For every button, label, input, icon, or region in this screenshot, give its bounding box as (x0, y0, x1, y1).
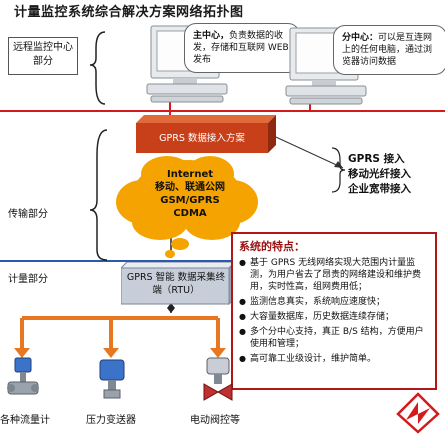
sub-center-desc: 可以是互连网上的任何电脑，通过浏览器访问数据 (342, 33, 433, 67)
diagram-title: 计量监控系统综合解决方案网络拓扑图 (14, 5, 244, 20)
remote-brace (89, 31, 106, 105)
features-title: 系统的特点： (239, 240, 305, 253)
zone-remote-label: 远程监控中心部分 (8, 37, 78, 75)
zone-transport-label: 传输部分 (8, 209, 48, 220)
arrow-flowmeter (14, 348, 30, 358)
flowmeter-icon (7, 357, 39, 395)
cloud-line-carriers: 移动、联通公网 (155, 182, 225, 193)
transport-brace (89, 129, 108, 261)
feature-item: 监测信息真实，系统响应速度快； (239, 296, 429, 308)
access-methods-list: GPRS 接入 移动光纤接入 企业宽带接入 (348, 152, 411, 197)
cloud-line-gsm: GSM/GPRS (160, 195, 220, 206)
access-arrowhead (334, 161, 343, 168)
device-label-flowmeter: 各种流量计 (0, 415, 50, 426)
features-list: 基于 GPRS 无线网络实现大范围内计量监测，为用户省去了昂贵的网络建设和维护费… (239, 257, 429, 365)
main-center-callout: 主中心，负责数据的收发，存储和互联网 WEB 发布 (184, 23, 300, 73)
feature-item: 多个分中心支持，真正 B/S 结构，方便用户使用和管理； (239, 326, 429, 350)
device-label-pressure: 压力变送器 (86, 415, 136, 426)
rtu-junction (167, 303, 175, 313)
main-center-desc: 负责数据的收发，存储和互联网 WEB 发布 (193, 31, 289, 65)
access-method-broadband: 企业宽带接入 (348, 183, 411, 195)
sub-center-label: 分中心： (342, 33, 379, 43)
features-box: 系统的特点： 基于 GPRS 无线网络实现大范围内计量监测，为用户省去了昂贵的网… (231, 232, 437, 390)
cloud-line-internet: Internet (166, 169, 213, 180)
zone-metering-label: 计量部分 (8, 274, 48, 285)
gprs-access-box (136, 115, 276, 153)
gprs-access-label: GPRS 数据接入方案 (159, 133, 245, 144)
company-logo-icon (396, 392, 440, 434)
sub-center-callout: 分中心：可以是互连网上的任何电脑，通过浏览器访问数据 (333, 25, 445, 75)
cloud-label: Internet 移动、联通公网 GSM/GPRS CDMA (140, 168, 240, 220)
pressure-transmitter-icon (99, 359, 125, 399)
electric-valve-icon (203, 357, 233, 401)
arrow-pressure (103, 348, 119, 358)
feature-item: 高可靠工业级设计，维护简单。 (239, 353, 429, 365)
cloud-line-cdma: CDMA (173, 208, 207, 219)
right-brace (331, 147, 346, 193)
rtu-label: GPRS 智能 数据采集终端（RTU） (126, 272, 226, 296)
device-label-valve: 电动阀控等 (190, 415, 240, 426)
internet-cloud (116, 156, 258, 258)
main-center-label: 主中心， (193, 31, 230, 41)
access-method-gprs: GPRS 接入 (348, 153, 405, 165)
arrow-valve (210, 348, 226, 358)
access-arrow-line (264, 131, 344, 169)
feature-item: 基于 GPRS 无线网络实现大范围内计量监测，为用户省去了昂贵的网络建设和维护费… (239, 257, 429, 293)
access-method-fiber: 移动光纤接入 (348, 168, 411, 180)
feature-item: 大容量数据库，历史数据连续存储； (239, 311, 429, 323)
